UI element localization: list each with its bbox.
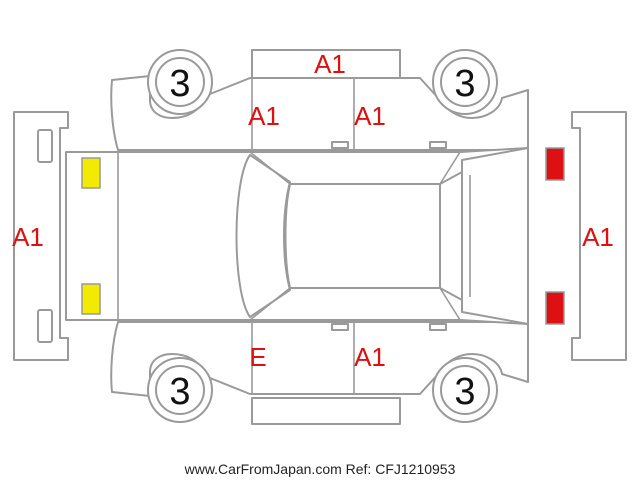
mark-rear-bumper: A1: [582, 222, 614, 252]
mark-bottom-rear-door: A1: [354, 342, 386, 372]
wheel-rear-left: 3: [432, 49, 498, 115]
wheel-front-left-grade: 3: [169, 63, 190, 105]
top-side-panel: [110, 49, 529, 185]
mark-bottom-front-door: E: [249, 342, 266, 372]
front-lamp-bottom: [81, 283, 101, 315]
mark-top-front-door: A1: [248, 101, 280, 131]
wheel-front-left: 3: [147, 49, 213, 115]
rear-lamp-bottom: [545, 291, 565, 325]
wheel-rear-right-grade: 3: [454, 371, 475, 413]
mark-top-rear-door: A1: [354, 101, 386, 131]
mark-roof: A1: [314, 49, 346, 79]
wheel-rear-left-grade: 3: [454, 63, 475, 105]
rear-lamp-top: [545, 147, 565, 181]
wheel-front-right-grade: 3: [169, 371, 190, 413]
wheel-front-right: 3: [147, 357, 213, 423]
wheel-rear-right: 3: [432, 357, 498, 423]
footer-reference: www.CarFromJapan.com Ref: CFJ1210953: [184, 461, 456, 477]
front-lamp-top: [81, 157, 101, 189]
mark-front-bumper: A1: [12, 222, 44, 252]
car-body-top-view: [65, 147, 529, 325]
rear-bumper: [571, 111, 627, 361]
front-bumper: [13, 111, 69, 361]
